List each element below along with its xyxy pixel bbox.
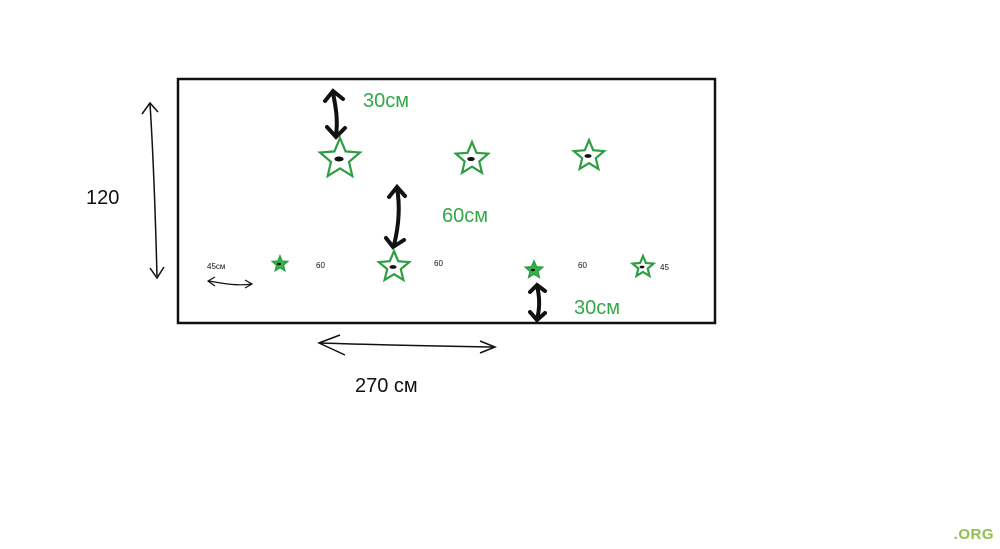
lamp-star-top-3-center-mark — [584, 154, 592, 158]
bottom-gap-label: 30см — [574, 297, 620, 319]
width-label: 270 см — [355, 375, 418, 397]
spacing-label-3: 60 — [578, 261, 587, 270]
width-arrow-right-head — [479, 340, 498, 354]
height-dimension-arrow — [149, 103, 158, 277]
width-dimension-arrow — [319, 342, 495, 348]
lamp-star-top-2 — [453, 139, 491, 176]
height-arrow-bottom-head — [149, 266, 165, 280]
top-gap-arrow — [323, 88, 347, 140]
lamp-star-top-1-center-mark — [334, 156, 344, 162]
lamp-star-top-1 — [317, 135, 363, 179]
edge-arrow-right-head — [244, 279, 254, 289]
lamp-star-bottom-1-center-mark — [277, 262, 281, 266]
lamp-star-bottom-2-center-mark — [389, 265, 397, 269]
edge-left-label: 45см — [207, 262, 226, 271]
lamp-star-top-2-center-mark — [467, 156, 475, 162]
bottom-gap-arrow — [528, 282, 547, 323]
height-label: 120 — [86, 187, 120, 209]
lamp-star-bottom-4-center-mark — [639, 265, 645, 269]
spacing-label-1: 60 — [316, 261, 325, 270]
edge-arrow-left-head — [206, 276, 216, 287]
top-gap-label: 30см — [363, 90, 409, 112]
tent-outline — [176, 77, 717, 325]
spacing-label-2: 60 — [434, 259, 443, 268]
lamp-star-bottom-2 — [376, 248, 412, 283]
lamp-star-bottom-3-center-mark — [531, 268, 535, 272]
row-gap-label: 60см — [442, 205, 488, 227]
width-arrow-left-head — [317, 334, 346, 356]
lamp-star-top-3 — [571, 137, 607, 172]
height-arrow-top-head — [141, 101, 159, 115]
site-watermark: .ORG — [953, 526, 994, 543]
lamp-star-bottom-4 — [629, 253, 657, 279]
edge-spacing-arrow — [208, 280, 253, 286]
edge-right-label: 45 — [660, 263, 669, 272]
row-gap-arrow — [384, 183, 407, 250]
